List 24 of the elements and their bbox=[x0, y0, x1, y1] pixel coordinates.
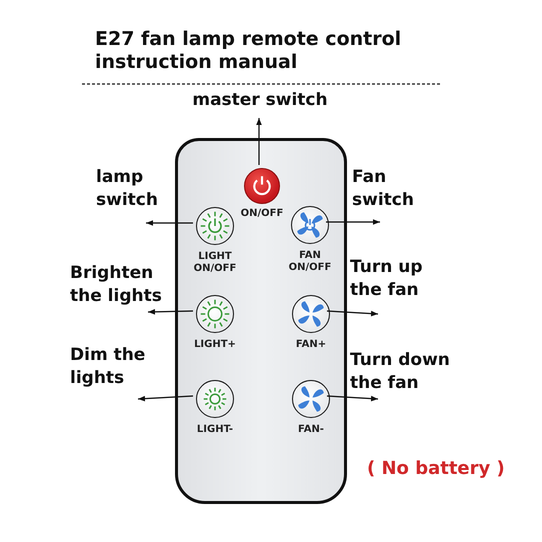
button-label: LIGHT ON/OFF bbox=[192, 251, 238, 275]
callout-text: Dim the lights bbox=[70, 344, 160, 399]
button-label: FAN ON/OFF bbox=[288, 250, 332, 274]
arrow bbox=[148, 309, 194, 315]
remote-body bbox=[175, 138, 347, 504]
callout-text: Brighten the lights bbox=[70, 262, 170, 312]
button-label: LIGHT+ bbox=[193, 339, 237, 351]
button-label: FAN- bbox=[297, 424, 325, 436]
arrow bbox=[326, 395, 378, 402]
arrow bbox=[326, 219, 380, 225]
arrow bbox=[256, 118, 262, 165]
button-label: FAN+ bbox=[294, 339, 328, 351]
title: E27 fan lamp remote control instruction manual bbox=[95, 28, 402, 74]
note-text: ( No battery ) bbox=[367, 458, 505, 479]
arrow bbox=[146, 220, 193, 226]
callout-text: Turn up the fan bbox=[350, 256, 442, 314]
button-label: ON/OFF bbox=[240, 208, 284, 220]
arrow bbox=[138, 395, 194, 402]
callout-text: Turn down the fan bbox=[350, 349, 455, 399]
callout-text: lamp switch bbox=[96, 166, 168, 223]
arrow bbox=[326, 310, 378, 316]
callout-text: Fan switch bbox=[352, 166, 427, 222]
callout-text: master switch bbox=[180, 89, 340, 118]
button-label: LIGHT- bbox=[196, 424, 234, 436]
